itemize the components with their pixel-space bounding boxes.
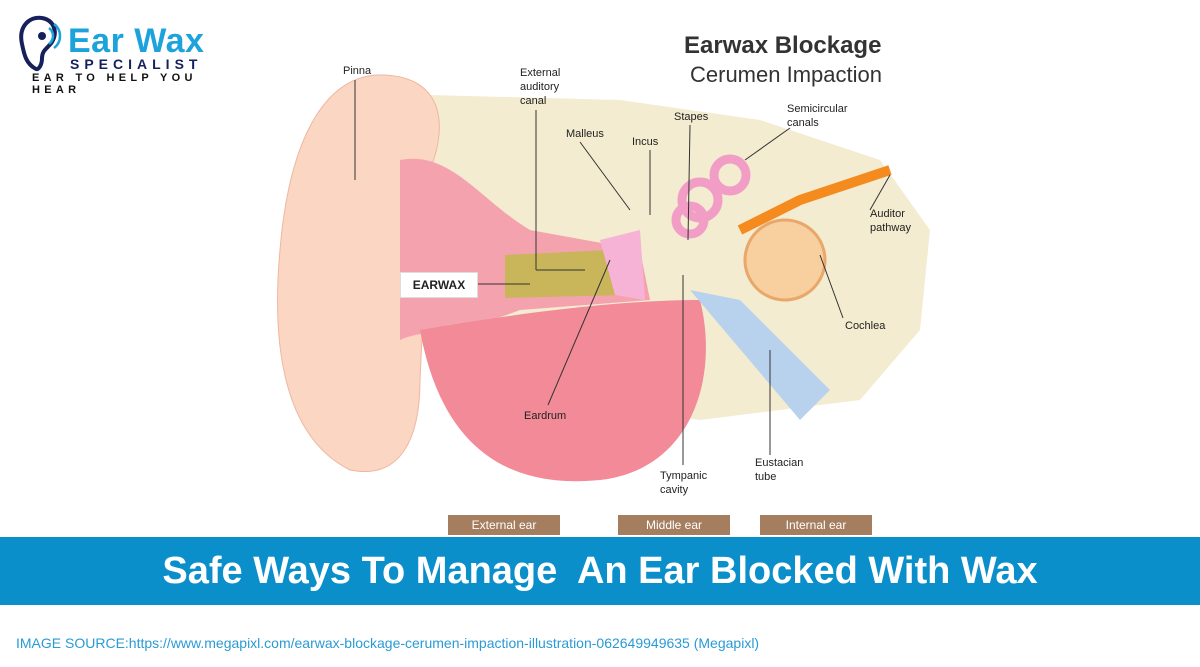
middle-ear [420, 300, 706, 482]
eardrum [600, 230, 645, 300]
diagram-subtitle: Cerumen Impaction [690, 62, 882, 87]
section-middle-ear: Middle ear [618, 515, 730, 535]
logo-tagline: EAR TO HELP YOU HEAR [32, 72, 197, 96]
label-cochlea: Cochlea [845, 320, 886, 332]
pinna [277, 74, 440, 472]
label-eustacian-tube: Eustacian tube [755, 457, 804, 483]
label-earwax: EARWAX [400, 272, 478, 298]
label-malleus: Malleus [566, 128, 604, 140]
headline: Safe Ways To Manage An Ear Blocked With … [162, 550, 1038, 592]
label-external-canal: External auditory canal [520, 67, 561, 107]
logo-title: Ear Wax [68, 22, 205, 60]
ear-anatomy-illustration [277, 74, 930, 482]
label-eardrum: Eardrum [524, 410, 567, 422]
diagram-title: Earwax Blockage [684, 32, 882, 59]
logo-subtitle: SPECIALIST [70, 56, 203, 72]
ear-logo-icon [19, 15, 62, 72]
image-source: IMAGE SOURCE:https://www.megapixl.com/ea… [16, 635, 760, 651]
label-auditor-pathway: Auditor pathway [870, 208, 911, 234]
logo[interactable]: Ear Wax SPECIALIST EAR TO HELP YOU HEAR [0, 0, 240, 96]
semicircular-canals [671, 154, 751, 239]
section-internal-ear: Internal ear [760, 515, 872, 535]
earwax [505, 250, 625, 298]
label-semicircular-canals: Semicircular canals [787, 103, 848, 129]
cochlea [743, 218, 827, 302]
section-external-ear: External ear [448, 515, 560, 535]
label-incus: Incus [632, 136, 659, 148]
auditory-nerve [737, 165, 892, 235]
headline-banner: Safe Ways To Manage An Ear Blocked With … [0, 537, 1200, 605]
label-tympanic-cavity: Tympanic cavity [660, 470, 708, 496]
label-pinna: Pinna [343, 65, 372, 77]
eustachian-tube [690, 290, 830, 420]
label-stapes: Stapes [674, 111, 709, 123]
